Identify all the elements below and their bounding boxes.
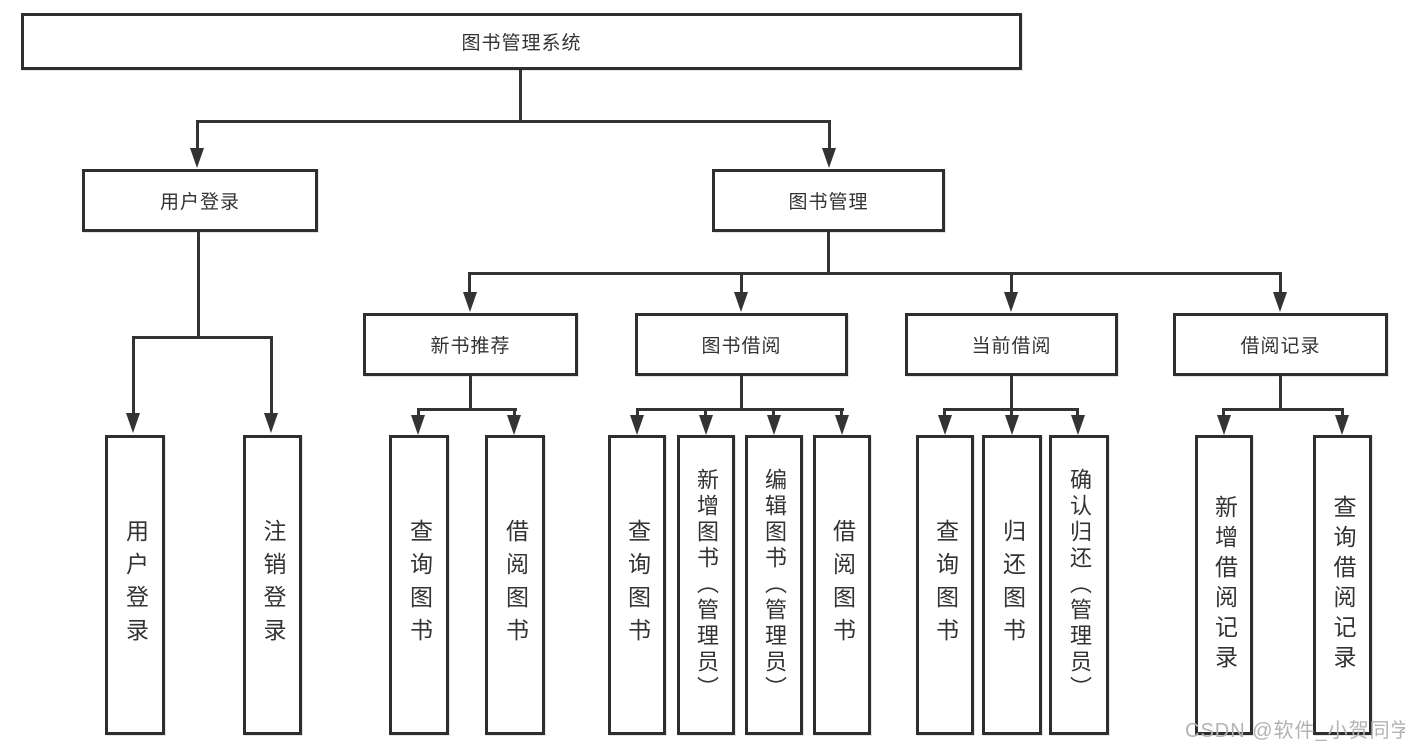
leaf-return-book-label: 归还图书 xyxy=(999,519,1026,651)
group-current-borrow-label: 当前借阅 xyxy=(971,336,1052,357)
arrowhead-icon xyxy=(1335,415,1349,435)
connector-line xyxy=(840,408,843,418)
connector-line xyxy=(828,120,831,150)
connector-line xyxy=(196,120,831,123)
leaf-query-borrow-record-label: 查询借阅记录 xyxy=(1330,495,1356,675)
leaf-query-book-newbook-label: 查询图书 xyxy=(406,519,433,651)
arrowhead-icon xyxy=(463,292,477,312)
connector-line xyxy=(827,232,830,272)
group-book-borrow-node: 图书借阅 xyxy=(635,313,848,376)
leaf-query-book-current-node: 查询图书 xyxy=(916,435,974,735)
connector-line xyxy=(772,408,775,418)
root-node: 图书管理系统 xyxy=(21,13,1022,70)
leaf-logout-node: 注销登录 xyxy=(243,435,302,735)
leaf-query-borrow-record-node: 查询借阅记录 xyxy=(1313,435,1372,735)
arrowhead-icon xyxy=(822,148,836,168)
arrowhead-icon xyxy=(411,415,425,435)
group-new-book-label: 新书推荐 xyxy=(430,336,511,357)
arrowhead-icon xyxy=(734,292,748,312)
arrowhead-icon xyxy=(507,415,521,435)
connector-line xyxy=(519,70,522,120)
branch-book-management-label: 图书管理 xyxy=(788,192,869,213)
connector-line xyxy=(636,408,639,418)
connector-line xyxy=(1010,408,1013,418)
connector-line xyxy=(1222,408,1225,418)
branch-user-login-node: 用户登录 xyxy=(82,169,318,232)
leaf-add-borrow-record-label: 新增借阅记录 xyxy=(1211,495,1238,675)
leaf-add-book-admin-node: 新增图书（管理员） xyxy=(677,435,735,735)
leaf-edit-book-admin-label: 编辑图书（管理员） xyxy=(762,468,787,702)
arrowhead-icon xyxy=(767,415,781,435)
arrowhead-icon xyxy=(1273,292,1287,312)
arrowhead-icon xyxy=(264,413,278,433)
leaf-query-book-newbook-node: 查询图书 xyxy=(389,435,449,735)
connector-line xyxy=(468,272,1282,275)
group-current-borrow-node: 当前借阅 xyxy=(905,313,1118,376)
connector-line xyxy=(1076,408,1079,418)
leaf-return-book-node: 归还图书 xyxy=(982,435,1042,735)
leaf-query-book-borrow-label: 查询图书 xyxy=(624,519,651,651)
connector-line xyxy=(943,408,946,418)
connector-line xyxy=(1010,376,1013,408)
arrowhead-icon xyxy=(1071,415,1085,435)
connector-line xyxy=(1279,272,1282,294)
leaf-confirm-return-admin-label: 确认归还（管理员） xyxy=(1067,468,1092,702)
connector-line xyxy=(196,120,199,150)
arrowhead-icon xyxy=(630,415,644,435)
leaf-edit-book-admin-node: 编辑图书（管理员） xyxy=(745,435,803,735)
connector-line xyxy=(513,408,516,418)
arrowhead-icon xyxy=(190,148,204,168)
watermark: CSDN @软件_小贺同学 xyxy=(1185,720,1405,742)
arrowhead-icon xyxy=(835,415,849,435)
leaf-user-login-label: 用户登录 xyxy=(122,519,149,651)
leaf-borrow-book-newbook-node: 借阅图书 xyxy=(485,435,545,735)
branch-book-management-node: 图书管理 xyxy=(712,169,945,232)
leaf-add-book-admin-label: 新增图书（管理员） xyxy=(694,468,719,702)
arrowhead-icon xyxy=(126,413,140,433)
leaf-add-borrow-record-node: 新增借阅记录 xyxy=(1195,435,1253,735)
connector-line xyxy=(636,408,844,411)
arrowhead-icon xyxy=(1005,415,1019,435)
root-node-label: 图书管理系统 xyxy=(461,33,582,54)
group-new-book-node: 新书推荐 xyxy=(363,313,578,376)
connector-line xyxy=(1010,272,1013,294)
leaf-borrow-book-label: 借阅图书 xyxy=(829,519,856,651)
connector-line xyxy=(417,408,517,411)
branch-user-login-label: 用户登录 xyxy=(159,192,240,213)
connector-line xyxy=(469,376,472,408)
connector-line xyxy=(740,376,743,408)
connector-line xyxy=(197,232,200,336)
leaf-user-login-node: 用户登录 xyxy=(105,435,165,735)
connector-line xyxy=(132,336,135,414)
arrowhead-icon xyxy=(1004,292,1018,312)
connector-line xyxy=(1341,408,1344,418)
arrowhead-icon xyxy=(1217,415,1231,435)
group-borrow-record-label: 借阅记录 xyxy=(1240,336,1321,357)
leaf-borrow-book-newbook-label: 借阅图书 xyxy=(502,519,529,651)
connector-line xyxy=(740,272,743,294)
group-borrow-record-node: 借阅记录 xyxy=(1173,313,1388,376)
arrowhead-icon xyxy=(938,415,952,435)
connector-line xyxy=(704,408,707,418)
leaf-query-book-current-label: 查询图书 xyxy=(932,519,959,651)
connector-line xyxy=(1279,376,1282,408)
group-book-borrow-label: 图书借阅 xyxy=(701,336,782,357)
leaf-logout-label: 注销登录 xyxy=(260,519,286,651)
arrowhead-icon xyxy=(699,415,713,435)
leaf-borrow-book-node: 借阅图书 xyxy=(813,435,871,735)
connector-line xyxy=(468,272,471,294)
connector-line xyxy=(1222,408,1343,411)
leaf-confirm-return-admin-node: 确认归还（管理员） xyxy=(1049,435,1109,735)
connector-line xyxy=(132,336,273,339)
connector-line xyxy=(270,336,273,414)
connector-line xyxy=(417,408,420,418)
leaf-query-book-borrow-node: 查询图书 xyxy=(608,435,666,735)
